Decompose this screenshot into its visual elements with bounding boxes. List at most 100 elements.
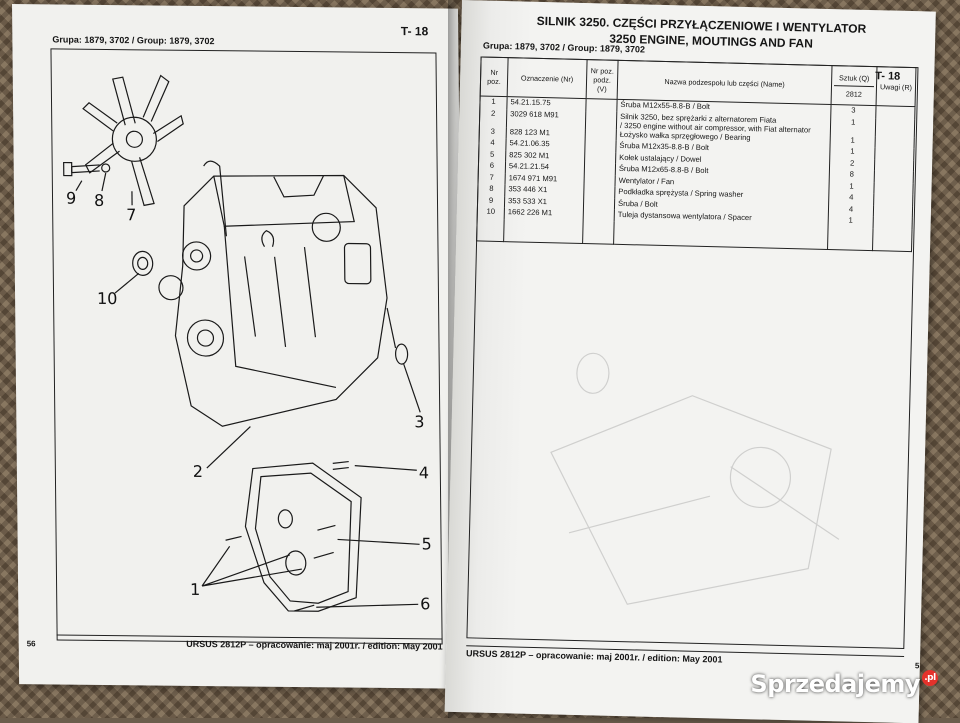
cell-name-text: Śruba M12x35-8.8-B / Bolt: [619, 140, 710, 153]
right-section-code: T- 18: [875, 70, 901, 83]
filler-cell: [476, 217, 505, 242]
cell-part-no-text: 1674 971 M91: [508, 172, 558, 183]
cell-pos: 10: [477, 206, 505, 219]
cell-pos-text: 9: [488, 195, 494, 205]
cell-qty-text: 3: [851, 105, 856, 115]
cell-name-text: Łożysko wałka sprzęgłowego / Bearing: [619, 129, 751, 142]
filler-cell: [872, 227, 913, 252]
callout-6: 6: [420, 594, 431, 614]
header-qty: Sztuk (Q) 2812: [831, 65, 877, 106]
cell-remarks: [873, 181, 914, 195]
cell-qty-text: 1: [848, 215, 853, 225]
callout-8: 8: [93, 190, 105, 210]
cell-part-no-text: 353 533 X1: [508, 195, 548, 206]
engine-block-drawing: [158, 160, 409, 427]
cell-pos-text: 2: [491, 108, 496, 118]
header-part-no: Oznaczenie (Nr): [507, 57, 588, 99]
header-pos: Nr poz.: [480, 56, 509, 97]
cell-remarks: [873, 216, 913, 229]
watermark-badge: .pl: [922, 670, 938, 686]
header-model: 2812: [833, 84, 875, 99]
cell-part-no-text: 1662 226 M1: [507, 207, 553, 218]
cell-sub-pos: [585, 128, 617, 141]
cell-pos-text: 3: [490, 126, 496, 136]
flywheel-housing-drawing: [225, 460, 362, 612]
cell-qty-text: 4: [849, 192, 854, 202]
right-page: SILNIK 3250. CZĘŚCI PRZYŁĄCZENIOWE I WEN…: [444, 0, 936, 723]
cell-sub-pos: [584, 163, 616, 176]
left-edition-note: URSUS 2812P – opracowanie: maj 2001r. / …: [186, 638, 443, 652]
cell-pos-text: 4: [490, 137, 495, 147]
cell-name-text: Podkładka sprężysta / Spring washer: [618, 186, 744, 199]
cell-pos: 8: [477, 183, 506, 196]
cell-name-text: Śruba M12x55-8.8-B / Bolt: [620, 99, 711, 112]
cell-sub-pos: [583, 209, 615, 222]
cell-qty-text: 4: [848, 204, 854, 214]
cell-pos: 1: [479, 95, 508, 109]
cell-remarks: [875, 105, 916, 119]
parts-table: Nr poz. Oznaczenie (Nr) Nr poz. podz. (V…: [476, 56, 916, 252]
cell-pos: 7: [478, 171, 506, 185]
cell-qty-text: 1: [850, 146, 855, 156]
cell-sub-pos: [583, 174, 616, 187]
cell-qty: 1: [830, 116, 876, 136]
sprzedajemy-watermark: Sprzedajemy.pl: [750, 670, 938, 698]
filler-cell: [503, 218, 584, 244]
cell-pos-text: 1: [491, 96, 496, 106]
cell-part-no-text: 3029 618 M91: [510, 108, 559, 119]
left-page: T- 18 Grupa: 1879, 3702 / Group: 1879, 3…: [12, 4, 466, 689]
callout-2: 2: [192, 461, 204, 482]
cell-sub-pos: [583, 186, 615, 199]
cell-qty-text: 8: [849, 169, 855, 179]
cell-pos-text: 7: [489, 172, 494, 182]
cell-remarks: [873, 204, 913, 218]
header-name: Nazwa podzespołu lub części (Name): [617, 60, 833, 105]
cell-remarks: [874, 147, 915, 160]
cell-remarks: [875, 135, 915, 149]
right-edition-note: URSUS 2812P – opracowanie: maj 2001r. / …: [465, 648, 723, 665]
bleed-through-drawing: [550, 352, 840, 605]
cell-pos-text: 5: [490, 149, 495, 159]
header-sub-pos: Nr poz. podz. (V): [586, 59, 619, 100]
cell-qty-text: 1: [850, 135, 855, 145]
left-page-number: 56: [26, 639, 36, 649]
cell-pos: 9: [477, 194, 505, 208]
cell-remarks: [873, 193, 913, 206]
cell-pos: 5: [478, 148, 506, 162]
cell-sub-pos: [584, 151, 616, 164]
filler-cell: [582, 220, 615, 244]
callout-5: 5: [421, 534, 432, 554]
callout-4: 4: [418, 463, 430, 483]
cell-part-no-text: 825 302 M1: [509, 149, 550, 160]
cell-name-text: Tuleja dystansowa wentylatora / Spacer: [617, 209, 752, 223]
cell-name-text: Śruba M12x65-8.8-B / Bolt: [618, 163, 709, 176]
cell-pos: 4: [478, 137, 507, 150]
cell-remarks: [874, 158, 914, 172]
cell-qty-text: 1: [850, 117, 856, 127]
filler-cell: [613, 221, 829, 250]
cell-pos: 3: [479, 125, 507, 139]
cell-qty: 3: [830, 104, 877, 118]
cell-pos: 2: [479, 107, 507, 127]
cell-pos-text: 8: [489, 183, 494, 193]
fan-drawing: [82, 74, 184, 207]
cell-sub-pos: [584, 140, 617, 153]
callout-7: 7: [126, 205, 137, 225]
cell-part-no-text: 54.21.21.54: [508, 161, 550, 172]
cell-sub-pos: [583, 197, 615, 210]
cell-name-text: Śruba / Bolt: [617, 198, 658, 209]
cell-part-no-text: 54.21.06.35: [509, 138, 550, 149]
callout-10: 10: [96, 288, 118, 309]
cell-qty-text: 2: [849, 158, 855, 168]
cell-part-no-text: 54.21.15.75: [510, 97, 551, 108]
callout-1: 1: [190, 579, 201, 600]
exploded-engine-drawing: [63, 74, 421, 612]
header-qty-label: Sztuk (Q): [838, 72, 870, 83]
cell-pos-text: 10: [486, 206, 496, 216]
cell-qty-text: 1: [849, 181, 854, 191]
cell-part-no-text: 828 123 M1: [509, 126, 551, 137]
cell-name-text: Kołek ustalający / Dowel: [619, 152, 702, 164]
cell-pos-text: 6: [489, 160, 495, 170]
cell-name-text: Wentylator / Fan: [618, 175, 675, 186]
callout-3: 3: [414, 412, 425, 432]
